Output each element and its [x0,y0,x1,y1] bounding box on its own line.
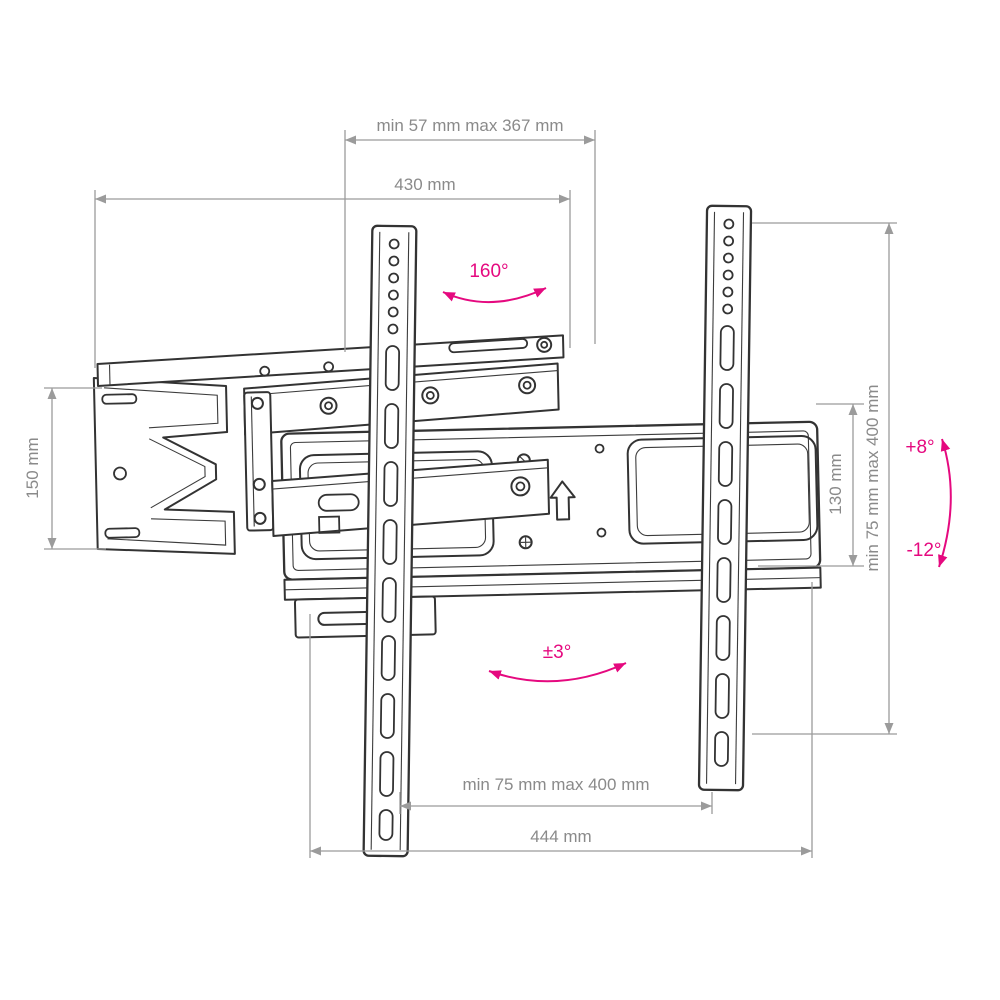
level-arrow-icon [488,662,627,683]
label-level-angle: ±3° [543,642,572,663]
right-tv-rail [697,204,753,792]
tilt-arrow-icon [938,438,952,568]
label-tilt-up: +8° [905,437,934,458]
label-plate-height: 130 mm [826,453,845,514]
annotation-tilt: +8° -12° [905,437,952,568]
pivot-link [243,391,275,532]
dimension-arm-reach: 430 mm [94,175,571,368]
swivel-arrow-icon [442,287,547,304]
label-swivel-angle: 160° [469,261,508,282]
dimension-plate-height: 130 mm [758,403,864,567]
dimension-bracket-height: 150 mm [23,387,106,550]
dimension-extension-range: min 57 mm max 367 mm [344,116,596,352]
label-extension-range: min 57 mm max 367 mm [376,116,563,135]
dimension-vesa-horizontal: min 75 mm max 400 mm [399,775,713,814]
dimension-plate-width: 444 mm [309,582,813,858]
label-tilt-down: -12° [906,540,941,561]
vesa-fork-bracket [92,377,236,555]
label-bracket-height: 150 mm [23,437,42,498]
label-arm-reach: 430 mm [394,175,455,194]
label-vesa-horizontal: min 75 mm max 400 mm [462,775,649,794]
up-arrow-icon [549,480,576,521]
left-tv-rail [362,224,418,858]
dimension-vesa-vertical: min 75 mm max 400 mm [752,222,897,735]
annotation-level: ±3° [488,642,627,683]
label-plate-width: 444 mm [530,827,591,846]
annotation-swivel: 160° [442,261,547,304]
label-vesa-vertical: min 75 mm max 400 mm [863,384,882,571]
